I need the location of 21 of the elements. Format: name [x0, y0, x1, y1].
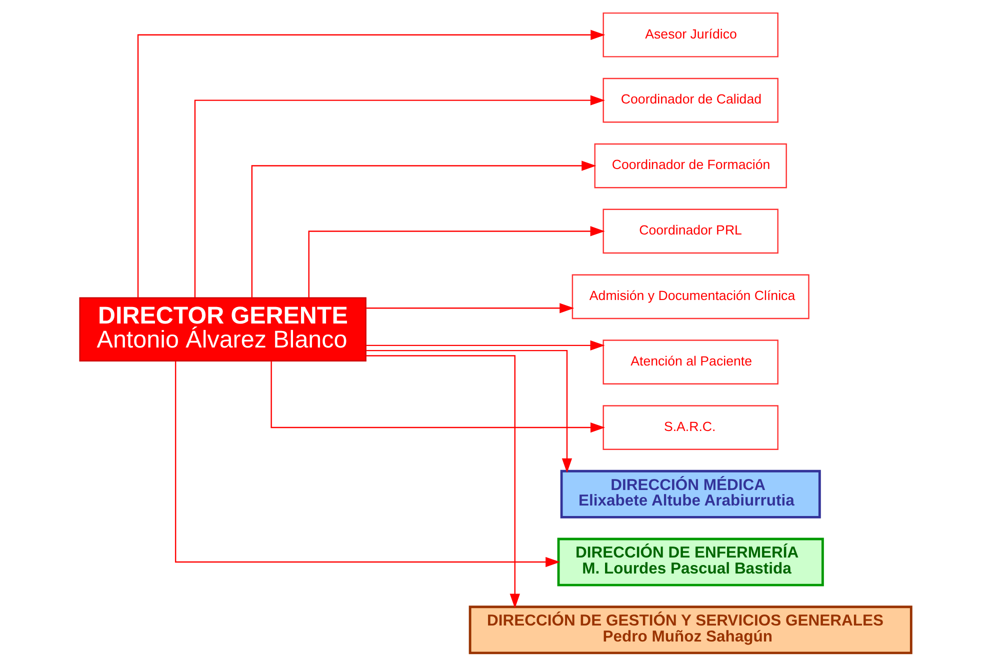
- node-box: DIRECCIÓN DE ENFERMERÍA M. Lourdes Pascual Bastida: [556, 538, 824, 586]
- node-box: Coordinador PRL: [602, 208, 778, 254]
- node-box: DIRECTOR GERENTE Antonio Álvarez Blanco: [78, 297, 366, 362]
- arrow: [365, 355, 520, 608]
- arrow: [366, 303, 574, 314]
- arrow: [194, 95, 604, 298]
- node-box: Coordinador de Calidad: [602, 78, 778, 123]
- arrow: [270, 360, 605, 433]
- node-box: Admisión y Documentación Clínica: [571, 274, 809, 320]
- arrow: [136, 30, 605, 298]
- arrow: [308, 226, 604, 298]
- arrow: [366, 350, 572, 473]
- node-box: DIRECCIÓN DE GESTIÓN Y SERVICIOS GENERALES Pedro Muñoz Sahagún: [468, 606, 912, 654]
- node-box: Asesor Jurídico: [602, 12, 778, 58]
- node-box: Atención al Paciente: [602, 340, 778, 384]
- node-box: S.A.R.C.: [602, 405, 778, 450]
- node-box: Coordinador de Formación: [594, 143, 786, 188]
- node-box: DIRECCIÓN MÉDICA Elixabete Altube Arabiurrutia: [560, 470, 820, 518]
- arrow: [366, 340, 604, 351]
- arrow: [250, 160, 596, 298]
- arrow: [174, 361, 560, 568]
